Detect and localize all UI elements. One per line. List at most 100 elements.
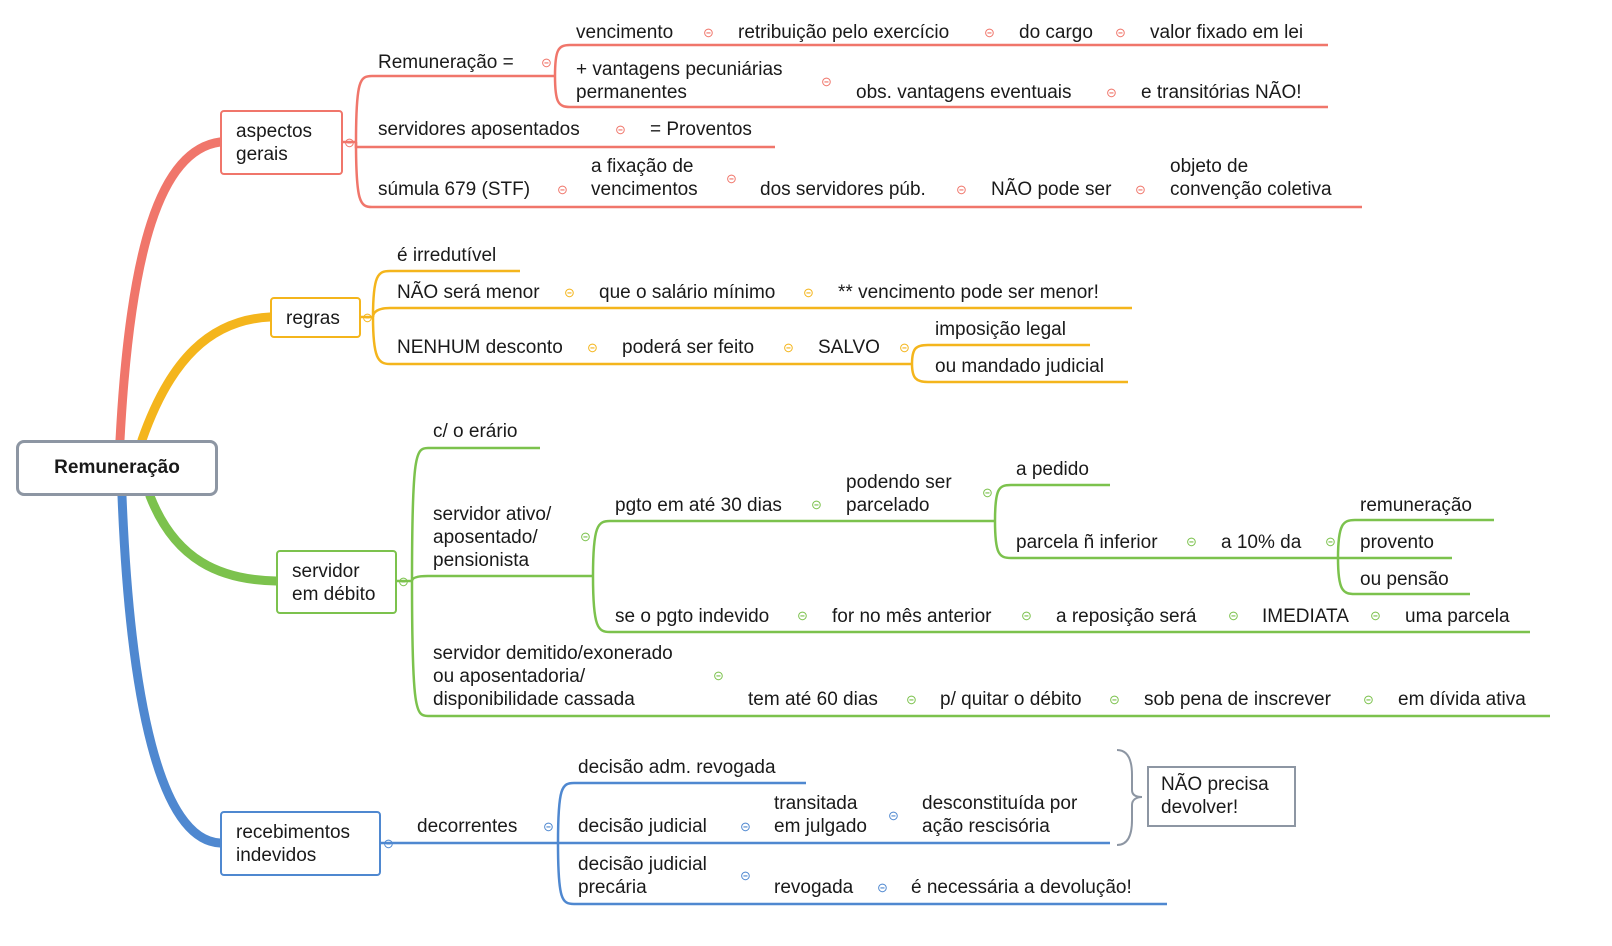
node-nenhum-desconto[interactable]: NENHUM desconto	[397, 337, 563, 358]
node-demitido-line3[interactable]: disponibilidade cassada	[433, 689, 635, 710]
collapse-icon[interactable]: ⊝	[726, 171, 737, 186]
node-a-pedido[interactable]: a pedido	[1016, 459, 1089, 480]
node-nao-sera-menor[interactable]: NÃO será menor	[397, 282, 540, 303]
node-desconstituida-line2[interactable]: ação rescisória	[922, 816, 1050, 837]
collapse-icon[interactable]: ⊝	[615, 122, 626, 137]
node-objeto-line2[interactable]: convenção coletiva	[1170, 179, 1332, 200]
node-recebimentos-indevidos[interactable]: recebimentos indevidos	[220, 811, 381, 876]
node-regras[interactable]: regras	[270, 297, 361, 338]
node-obs-vantagens[interactable]: obs. vantagens eventuais	[856, 82, 1072, 103]
node-nao-pode-ser[interactable]: NÃO pode ser	[991, 179, 1112, 200]
collapse-icon[interactable]: ⊝	[1363, 692, 1374, 707]
collapse-icon[interactable]: ⊝	[362, 310, 373, 325]
node-objeto-line1[interactable]: objeto de	[1170, 156, 1249, 177]
node-reposicao-sera[interactable]: a reposição será	[1056, 606, 1197, 627]
node-salario-minimo[interactable]: que o salário mínimo	[599, 282, 776, 303]
collapse-icon[interactable]: ⊝	[587, 340, 598, 355]
collapse-icon[interactable]: ⊝	[899, 340, 910, 355]
node-fixacao-line2[interactable]: vencimentos	[591, 179, 698, 200]
node-quitar-debito[interactable]: p/ quitar o débito	[940, 689, 1082, 710]
node-precaria-line2[interactable]: precária	[578, 877, 647, 898]
node-mandado-judicial[interactable]: ou mandado judicial	[935, 356, 1105, 377]
node-remuneracao-eq[interactable]: Remuneração =	[378, 52, 514, 73]
collapse-icon[interactable]: ⊝	[1135, 182, 1146, 197]
node-podendo-line1[interactable]: podendo ser	[846, 472, 952, 493]
callout-nao-precisa-devolver[interactable]: NÃO precisa devolver!	[1147, 766, 1296, 827]
node-revogada[interactable]: revogada	[774, 877, 854, 898]
collapse-icon[interactable]: ⊝	[877, 880, 888, 895]
node-dez-porcento[interactable]: a 10% da	[1221, 532, 1302, 553]
collapse-icon[interactable]: ⊝	[821, 74, 832, 89]
node-imposicao-legal[interactable]: imposição legal	[935, 319, 1066, 340]
node-demitido-line1[interactable]: servidor demitido/exonerado	[433, 643, 673, 664]
collapse-icon[interactable]: ⊝	[344, 135, 355, 150]
node-se-pgto-indevido[interactable]: se o pgto indevido	[615, 606, 770, 627]
collapse-icon[interactable]: ⊝	[713, 668, 724, 683]
node-parcela-inferior[interactable]: parcela ñ inferior	[1016, 532, 1158, 553]
node-servidor-ativo-line2[interactable]: aposentado/	[433, 527, 538, 548]
node-valor-fixado[interactable]: valor fixado em lei	[1150, 22, 1304, 43]
node-vantagens-line2[interactable]: permanentes	[576, 82, 687, 103]
collapse-icon[interactable]: ⊝	[740, 819, 751, 834]
root-node[interactable]: Remuneração	[16, 440, 218, 496]
node-podera-ser-feito[interactable]: poderá ser feito	[622, 337, 755, 358]
collapse-icon[interactable]: ⊝	[398, 574, 409, 589]
collapse-icon[interactable]: ⊝	[564, 285, 575, 300]
collapse-icon[interactable]: ⊝	[703, 25, 714, 40]
collapse-icon[interactable]: ⊝	[811, 497, 822, 512]
collapse-icon[interactable]: ⊝	[906, 692, 917, 707]
node-irredutivel[interactable]: é irredutível	[397, 245, 497, 266]
collapse-icon[interactable]: ⊝	[982, 485, 993, 500]
node-vantagens-line1[interactable]: + vantagens pecuniárias	[576, 59, 783, 80]
node-servidores-aposentados[interactable]: servidores aposentados	[378, 119, 580, 140]
node-sob-pena[interactable]: sob pena de inscrever	[1144, 689, 1331, 710]
node-uma-parcela[interactable]: uma parcela	[1405, 606, 1510, 627]
collapse-icon[interactable]: ⊝	[803, 285, 814, 300]
collapse-icon[interactable]: ⊝	[1325, 534, 1336, 549]
node-mes-anterior[interactable]: for no mês anterior	[832, 606, 992, 627]
node-fixacao-line1[interactable]: a fixação de	[591, 156, 694, 177]
node-dos-servidores[interactable]: dos servidores púb.	[760, 179, 926, 200]
collapse-icon[interactable]: ⊝	[383, 836, 394, 851]
node-transitada-line1[interactable]: transitada	[774, 793, 858, 814]
node-pgto-30-dias[interactable]: pgto em até 30 dias	[615, 495, 782, 516]
node-precaria-line1[interactable]: decisão judicial	[578, 854, 707, 875]
node-desconstituida-line1[interactable]: desconstituída por	[922, 793, 1078, 814]
node-pensao-leaf[interactable]: ou pensão	[1360, 569, 1449, 590]
node-salvo[interactable]: SALVO	[818, 337, 880, 358]
node-erario[interactable]: c/ o erário	[433, 421, 518, 442]
node-retribuicao[interactable]: retribuição pelo exercício	[738, 22, 950, 43]
collapse-icon[interactable]: ⊝	[1021, 608, 1032, 623]
collapse-icon[interactable]: ⊝	[557, 182, 568, 197]
node-podendo-line2[interactable]: parcelado	[846, 495, 930, 516]
collapse-icon[interactable]: ⊝	[1370, 608, 1381, 623]
node-decorrentes[interactable]: decorrentes	[417, 816, 518, 837]
collapse-icon[interactable]: ⊝	[1109, 692, 1120, 707]
node-servidor-em-debito[interactable]: servidor em débito	[276, 550, 397, 614]
collapse-icon[interactable]: ⊝	[543, 819, 554, 834]
node-provento-leaf[interactable]: provento	[1360, 532, 1434, 553]
node-servidor-ativo-line1[interactable]: servidor ativo/	[433, 504, 552, 525]
node-tem-60-dias[interactable]: tem até 60 dias	[748, 689, 878, 710]
node-servidor-ativo-line3[interactable]: pensionista	[433, 550, 530, 571]
node-sumula-679[interactable]: súmula 679 (STF)	[378, 179, 531, 200]
collapse-icon[interactable]: ⊝	[580, 529, 591, 544]
collapse-icon[interactable]: ⊝	[783, 340, 794, 355]
node-decisao-adm[interactable]: decisão adm. revogada	[578, 757, 776, 778]
node-necessaria-devolucao[interactable]: é necessária a devolução!	[911, 877, 1132, 898]
collapse-icon[interactable]: ⊝	[541, 55, 552, 70]
collapse-icon[interactable]: ⊝	[740, 868, 751, 883]
node-transitada-line2[interactable]: em julgado	[774, 816, 867, 837]
node-divida-ativa[interactable]: em dívida ativa	[1398, 689, 1526, 710]
collapse-icon[interactable]: ⊝	[1115, 25, 1126, 40]
node-vencimento[interactable]: vencimento	[576, 22, 674, 43]
node-demitido-line2[interactable]: ou aposentadoria/	[433, 666, 586, 687]
node-vencimento-menor[interactable]: ** vencimento pode ser menor!	[838, 282, 1099, 303]
collapse-icon[interactable]: ⊝	[956, 182, 967, 197]
node-decisao-judicial[interactable]: decisão judicial	[578, 816, 707, 837]
collapse-icon[interactable]: ⊝	[984, 25, 995, 40]
collapse-icon[interactable]: ⊝	[1106, 85, 1117, 100]
node-imediata[interactable]: IMEDIATA	[1262, 606, 1349, 627]
collapse-icon[interactable]: ⊝	[1186, 534, 1197, 549]
node-do-cargo[interactable]: do cargo	[1019, 22, 1093, 43]
